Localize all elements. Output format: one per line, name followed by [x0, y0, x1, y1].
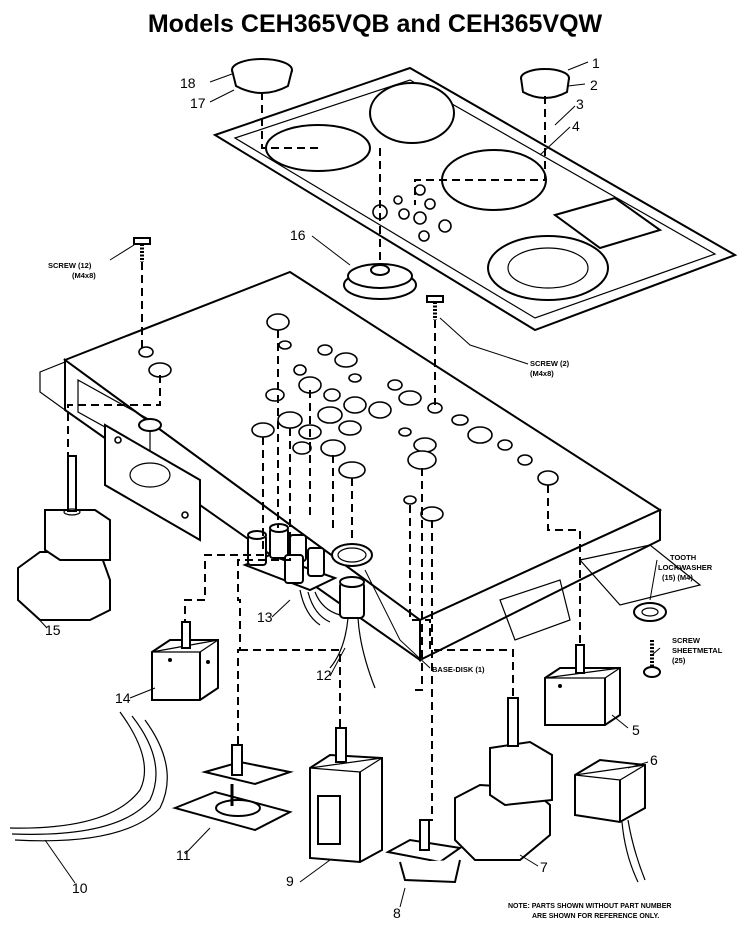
- callout-5: 5: [632, 722, 640, 738]
- label-screw-2-line1: SCREW (2): [530, 359, 570, 368]
- label-screw-sheetmetal-line2: SHEETMETAL: [672, 646, 723, 655]
- callout-6: 6: [650, 752, 658, 768]
- label-base-disk: BASE-DISK (1): [432, 665, 485, 674]
- callout-2: 2: [590, 77, 598, 93]
- label-tooth-line2: LOCKWASHER: [658, 563, 713, 572]
- callout-7: 7: [540, 859, 548, 875]
- knob-cap-left: [231, 58, 293, 94]
- screw-right: [426, 295, 444, 320]
- callout-16: 16: [290, 227, 306, 243]
- block-5: [544, 644, 621, 726]
- label-screw-sheetmetal-line3: (25): [672, 656, 686, 665]
- base-disk-ring: [331, 543, 373, 567]
- label-tooth-line3: (15) (M4): [662, 573, 693, 582]
- capacitor-12: [329, 576, 376, 689]
- label-screw-12-line1: SCREW (12): [48, 261, 92, 270]
- box-6: [574, 758, 646, 883]
- side-control-plate: [104, 418, 201, 542]
- callout-10: 10: [72, 880, 88, 896]
- bracket-switch-11: [171, 744, 294, 832]
- label-screw-sheetmetal-line1: SCREW: [672, 636, 701, 645]
- assembly-guide-lines: [67, 92, 581, 821]
- switch-15: [17, 455, 111, 621]
- label-screw-12-line2: (M4x8): [72, 271, 96, 280]
- callout-4: 4: [572, 118, 580, 134]
- page-title: Models CEH365VQB and CEH365VQW: [148, 10, 603, 38]
- label-screw-2-line2: (M4x8): [530, 369, 554, 378]
- callout-17: 17: [190, 95, 206, 111]
- callout-3: 3: [576, 96, 584, 112]
- callout-15: 15: [45, 622, 61, 638]
- tooth-lockwasher: [633, 602, 667, 622]
- callout-13: 13: [257, 609, 273, 625]
- motor-7: [454, 697, 553, 861]
- footnote-line1: NOTE: PARTS SHOWN WITHOUT PART NUMBER: [508, 903, 671, 910]
- leader-lines: [34, 61, 661, 908]
- callout-18: 18: [180, 75, 196, 91]
- block-14: [151, 621, 219, 701]
- callout-9: 9: [286, 873, 294, 889]
- wire-bundle-10: [9, 711, 168, 842]
- bracket-8: [385, 819, 463, 884]
- callout-14: 14: [115, 690, 131, 706]
- disk-part-16: [343, 263, 417, 300]
- chassis-box: [39, 270, 702, 662]
- callout-8: 8: [393, 905, 401, 921]
- callout-1: 1: [592, 55, 600, 71]
- label-tooth-line1: TOOTH: [670, 553, 696, 562]
- footnote-line2: ARE SHOWN FOR REFERENCE ONLY.: [532, 913, 659, 920]
- screw-left: [133, 237, 151, 262]
- cooktop-glass-top: [212, 66, 738, 332]
- solenoid-9: [309, 727, 383, 864]
- callout-11: 11: [176, 847, 191, 863]
- callout-12: 12: [316, 667, 332, 683]
- knob-cap-right: [520, 68, 570, 99]
- sheetmetal-screw: [643, 640, 661, 678]
